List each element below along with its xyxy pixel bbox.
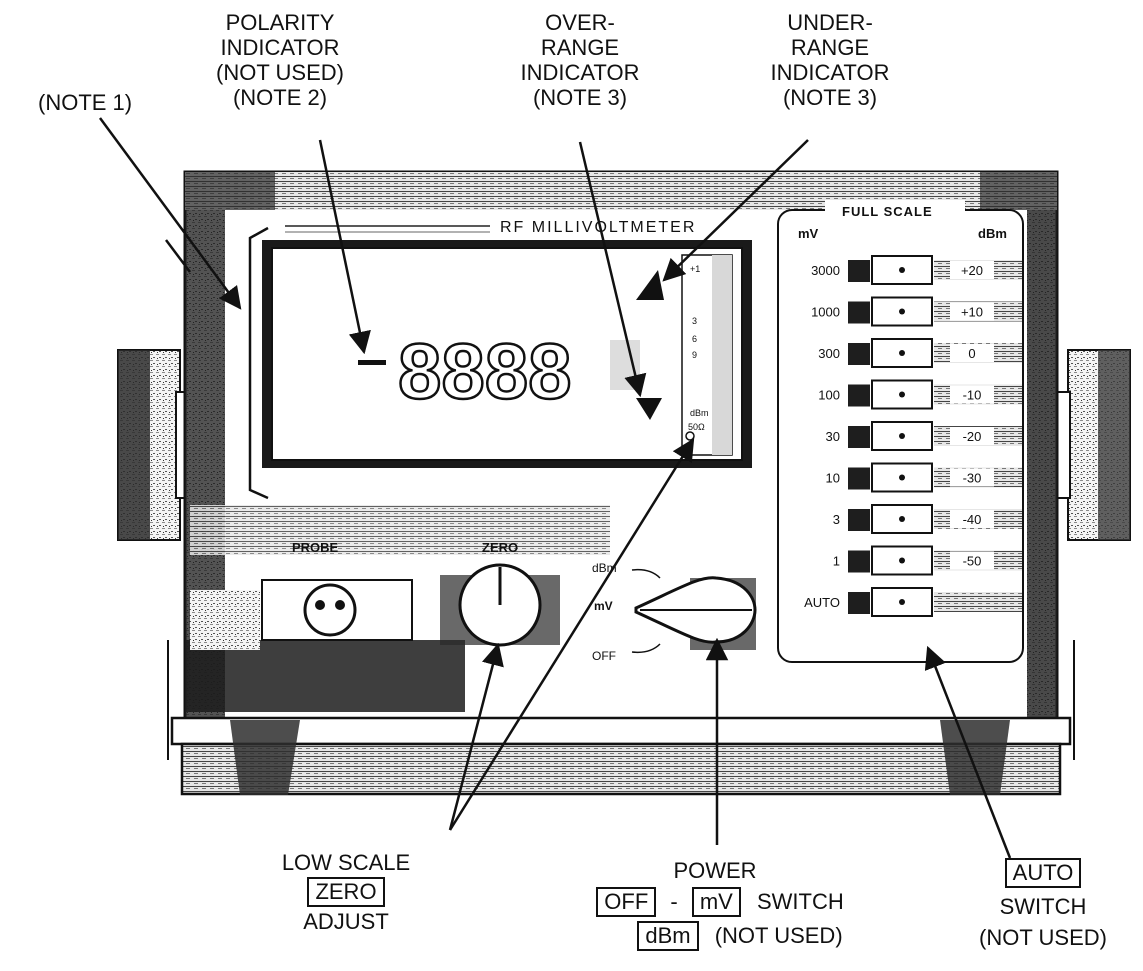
polarity-line3: (NOT USED) [216, 60, 344, 85]
svg-text:6: 6 [692, 334, 697, 344]
under-range-triangle [636, 398, 662, 420]
under-range-callout: UNDER- RANGE INDICATOR (NOTE 3) [740, 10, 920, 110]
dbm-conversion-scale: +1 3 6 9 dBm 50Ω [681, 254, 733, 456]
power-switch-word: SWITCH [756, 889, 844, 914]
over-range-triangle [636, 270, 664, 300]
power-switch-knob: dBm mV OFF [592, 561, 757, 663]
over-range-callout: OVER- RANGE INDICATOR (NOTE 3) [500, 10, 660, 110]
over-range-line1: OVER- [545, 10, 615, 35]
polarity-line2: INDICATOR [220, 35, 340, 60]
range-pushbutton [871, 379, 933, 410]
power-pos-off: OFF [592, 649, 616, 663]
under-range-line1: UNDER- [787, 10, 873, 35]
dbm-boxed-label: dBm [637, 921, 699, 951]
digit-display: 8888 [395, 326, 640, 416]
range-dbm-label: -50 [963, 554, 982, 569]
over-range-line2: RANGE [540, 35, 620, 60]
under-range-line4: (NOTE 3) [782, 85, 878, 110]
range-row: 1000 +10 [811, 296, 1022, 327]
range-row: 3000 +20 [811, 255, 1022, 285]
svg-text:3: 3 [692, 316, 697, 326]
range-row: AUTO [804, 587, 1022, 617]
note1-callout: (NOTE 1) [38, 90, 132, 115]
svg-text:+1: +1 [690, 264, 700, 274]
power-switch-callout: POWER OFF - mV SWITCH dBm (NOT USED) [540, 858, 900, 951]
range-row: 10 -30 [826, 462, 1022, 493]
note1-label: (NOTE 1) [38, 90, 133, 115]
instrument-base [167, 640, 1075, 796]
range-dbm-label: +20 [961, 263, 983, 278]
unit-mv-label: mV [798, 226, 819, 241]
range-dbm-label: 0 [968, 346, 975, 361]
range-mv-label: 1 [833, 554, 840, 569]
callout-leader-lines [98, 117, 1012, 859]
svg-text:50Ω: 50Ω [688, 422, 705, 432]
range-dbm-label: -10 [963, 388, 982, 403]
probe-connector: PROBE [261, 540, 413, 641]
power-not-used: (NOT USED) [714, 923, 843, 948]
low-scale-zero-callout: LOW SCALE ZERO ADJUST [246, 850, 446, 934]
range-mv-label: 1000 [811, 305, 840, 320]
over-range-line3: INDICATOR [520, 60, 640, 85]
range-dbm-label: -40 [963, 512, 982, 527]
off-boxed-label: OFF [596, 887, 657, 917]
range-mv-label: 100 [818, 388, 840, 403]
left-handle [117, 349, 191, 541]
probe-label: PROBE [292, 540, 339, 555]
range-mv-label: 30 [826, 429, 840, 444]
zero-boxed-label: ZERO [307, 877, 385, 907]
full-scale-title: FULL SCALE [842, 204, 933, 219]
polarity-indicator-callout: POLARITY INDICATOR (NOT USED) (NOTE 2) [200, 10, 360, 110]
zero-adjust-knob: ZERO [440, 540, 560, 647]
polarity-line1: POLARITY [225, 10, 335, 35]
zero-knob-label: ZERO [482, 540, 518, 555]
unit-dbm-label: dBm [978, 226, 1007, 241]
power-pos-mv: mV [594, 599, 613, 613]
range-mv-label: AUTO [804, 595, 840, 610]
range-row: 3 -40 [833, 504, 1022, 534]
right-handle [1055, 349, 1131, 541]
range-dbm-label: -20 [963, 429, 982, 444]
range-row: 300 0 [818, 338, 1022, 368]
power-dash: - [670, 889, 678, 914]
auto-boxed-label: AUTO [1004, 858, 1082, 888]
range-mv-label: 10 [826, 471, 840, 486]
under-range-line3: INDICATOR [770, 60, 890, 85]
range-dbm-label: -30 [963, 471, 982, 486]
auto-switch-word: SWITCH [999, 894, 1087, 919]
under-range-line2: RANGE [790, 35, 870, 60]
range-mv-label: 3000 [811, 263, 840, 278]
svg-text:dBm: dBm [690, 408, 709, 418]
auto-switch-callout: AUTO SWITCH (NOT USED) [958, 858, 1128, 950]
range-dbm-label: +10 [961, 305, 983, 320]
range-mv-label: 300 [818, 346, 840, 361]
range-row: 30 -20 [826, 421, 1022, 451]
polarity-line4: (NOTE 2) [232, 85, 328, 110]
range-row: 100 -10 [818, 379, 1022, 410]
panel-title: RF MILLIVOLTMETER [500, 219, 696, 236]
polarity-sign [358, 360, 386, 365]
low-scale-line1: LOW SCALE [281, 850, 411, 875]
range-pushbutton [871, 504, 933, 534]
power-title: POWER [673, 858, 757, 883]
digit-readout: 8888 [398, 327, 572, 415]
range-button-rows: 3000 +20 1000 +10 300 0 100 -10 30 -20 10 -30 3 -40 1 -… [804, 255, 1022, 617]
range-row: 1 -50 [833, 545, 1022, 576]
over-range-line4: (NOTE 3) [532, 85, 628, 110]
range-mv-label: 3 [833, 512, 840, 527]
low-scale-line3: ADJUST [303, 909, 389, 934]
svg-text:9: 9 [692, 350, 697, 360]
mv-boxed-label: mV [691, 887, 741, 917]
auto-not-used: (NOT USED) [979, 925, 1107, 950]
